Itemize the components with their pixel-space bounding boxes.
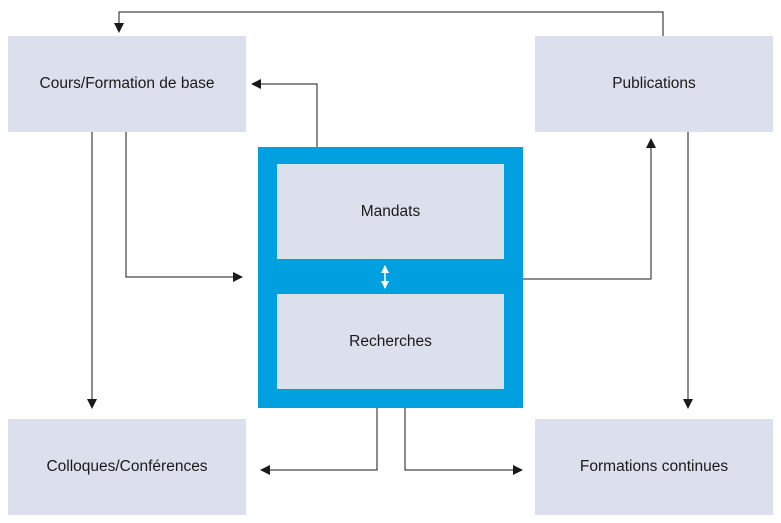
edge-core-to-colloques [260,408,378,475]
core-block: Mandats Recherches [258,147,523,408]
node-formations-continues: Formations continues [535,419,773,515]
edge-publications-to-cours [114,11,664,36]
edge-core-to-cours [251,79,318,147]
node-mandats-label: Mandats [360,202,421,220]
node-publications-label: Publications [612,75,696,92]
edge-core-to-publications [523,138,656,280]
node-formations-label: Formations continues [579,458,729,475]
node-recherches: Recherches [277,294,504,389]
node-mandats: Mandats [277,164,504,259]
edge-cours-to-core [125,132,243,282]
node-recherches-label: Recherches [349,332,432,350]
node-cours-formation-de-base: Cours/Formation de base [8,36,246,132]
node-publications: Publications [535,36,773,132]
edge-core-to-formations [404,408,523,475]
node-cours-label: Cours/Formation de base [39,75,215,92]
node-colloques-conferences: Colloques/Conférences [8,419,246,515]
node-colloques-label: Colloques/Conférences [46,458,208,475]
